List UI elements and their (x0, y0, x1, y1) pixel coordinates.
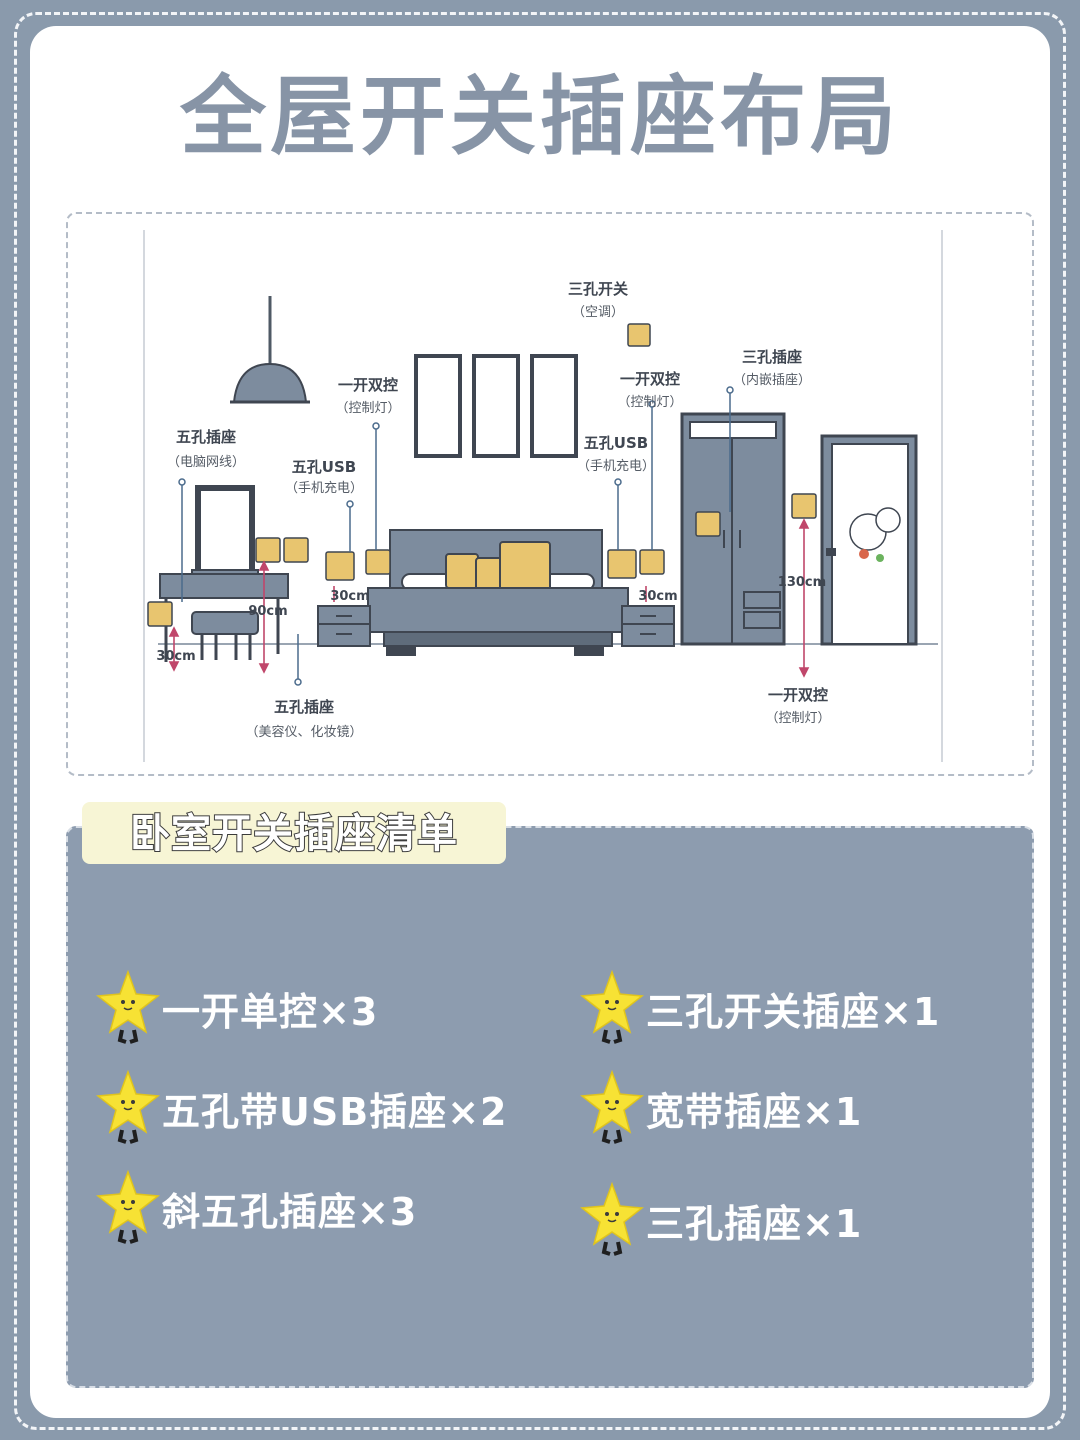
checklist-item: 宽带插座×1 (580, 1068, 862, 1148)
socket-usb-right (607, 549, 637, 579)
nightstand-left (317, 605, 371, 647)
vanity-desk (159, 485, 289, 662)
switch-door (791, 493, 817, 519)
checklist-item-text: 斜五孔插座×3 (162, 1189, 418, 1234)
checklist-item-text: 五孔带USB插座×2 (162, 1089, 508, 1134)
checklist-item-text: 三孔开关插座×1 (646, 989, 941, 1034)
nightstand-right (621, 605, 675, 647)
socket-usb-left (325, 551, 355, 581)
switch-dual-left (365, 549, 391, 575)
socket-desk-b (283, 537, 309, 563)
label-usb-right-note: （手机充电） (577, 458, 655, 474)
star-mascot-icon (580, 969, 644, 1044)
label-dual-door-note: （控制灯） (765, 711, 830, 726)
dim-desk-low: 30cm (156, 649, 195, 664)
checklist-title-highlight (82, 802, 506, 864)
label-five-pc-note: （电脑网线） (167, 455, 245, 470)
label-dual-right-note: （控制灯） (617, 395, 682, 410)
socket-icons (147, 323, 817, 627)
label-switch-3pin-note: （空调） (572, 305, 624, 320)
checklist-item-text: 一开单控×3 (162, 989, 379, 1034)
dimension-arrows (168, 518, 810, 678)
checklist-panel (66, 826, 1034, 1388)
checklist-item-text: 三孔插座×1 (646, 1201, 863, 1246)
label-dual-door: 一开双控 (768, 686, 828, 704)
switch-dual-right (639, 549, 665, 575)
pendant-lamp (230, 296, 310, 404)
checklist-title: 卧室开关插座清单 (129, 810, 458, 858)
checklist-item: 五孔带USB插座×2 (96, 1068, 507, 1148)
socket-embedded (695, 511, 721, 537)
bedroom-layout-diagram: 三孔开关 （空调） 一开双控 （控制灯） 一开双控 （控制灯） 三孔插座 （内嵌… (66, 212, 1034, 776)
checklist-item: 三孔开关插座×1 (580, 968, 940, 1048)
label-socket-embed: 三孔插座 (742, 348, 802, 366)
star-mascot-icon (580, 1069, 644, 1144)
wall-frames (414, 354, 578, 458)
bedroom-illustration: 三孔开关 （空调） 一开双控 （控制灯） 一开双控 （控制灯） 三孔插座 （内嵌… (143, 230, 943, 762)
star-mascot-icon (96, 1069, 160, 1144)
checklist-item: 斜五孔插座×3 (96, 1168, 417, 1248)
dim-bed-left: 30cm (330, 589, 369, 604)
label-usb-right: 五孔USB (584, 434, 648, 452)
socket-desk-a (255, 537, 281, 563)
socket-desk-low (147, 601, 173, 627)
dim-desk-high: 90cm (248, 604, 287, 619)
dim-bed-right: 30cm (638, 589, 677, 604)
door (820, 434, 918, 646)
checklist-item-text: 宽带插座×1 (646, 1089, 863, 1134)
label-five-beauty: 五孔插座 (274, 698, 334, 716)
checklist-item: 一开单控×3 (96, 968, 378, 1048)
label-dual-left-note: （控制灯） (335, 401, 400, 416)
star-mascot-icon (96, 969, 160, 1044)
label-usb-left: 五孔USB (292, 458, 356, 476)
page-title: 全屋开关插座布局 (180, 67, 900, 167)
bed (367, 529, 629, 656)
label-socket-embed-note: （内嵌插座） (733, 372, 811, 388)
leader-lines (178, 386, 734, 686)
label-five-beauty-note: （美容仪、化妆镜） (245, 724, 362, 740)
star-mascot-icon (96, 1169, 160, 1244)
label-switch-3pin: 三孔开关 (568, 280, 628, 298)
label-dual-left: 一开双控 (338, 376, 398, 394)
label-usb-left-note: （手机充电） (285, 480, 363, 496)
outer-dashed-border (14, 12, 1066, 1430)
label-dual-right: 一开双控 (620, 370, 680, 388)
switch-aircon (627, 323, 651, 347)
dim-door-switch: 130cm (778, 575, 826, 590)
label-five-pc: 五孔插座 (176, 428, 236, 446)
star-mascot-icon (580, 1181, 644, 1256)
checklist-item: 三孔插座×1 (580, 1180, 862, 1260)
